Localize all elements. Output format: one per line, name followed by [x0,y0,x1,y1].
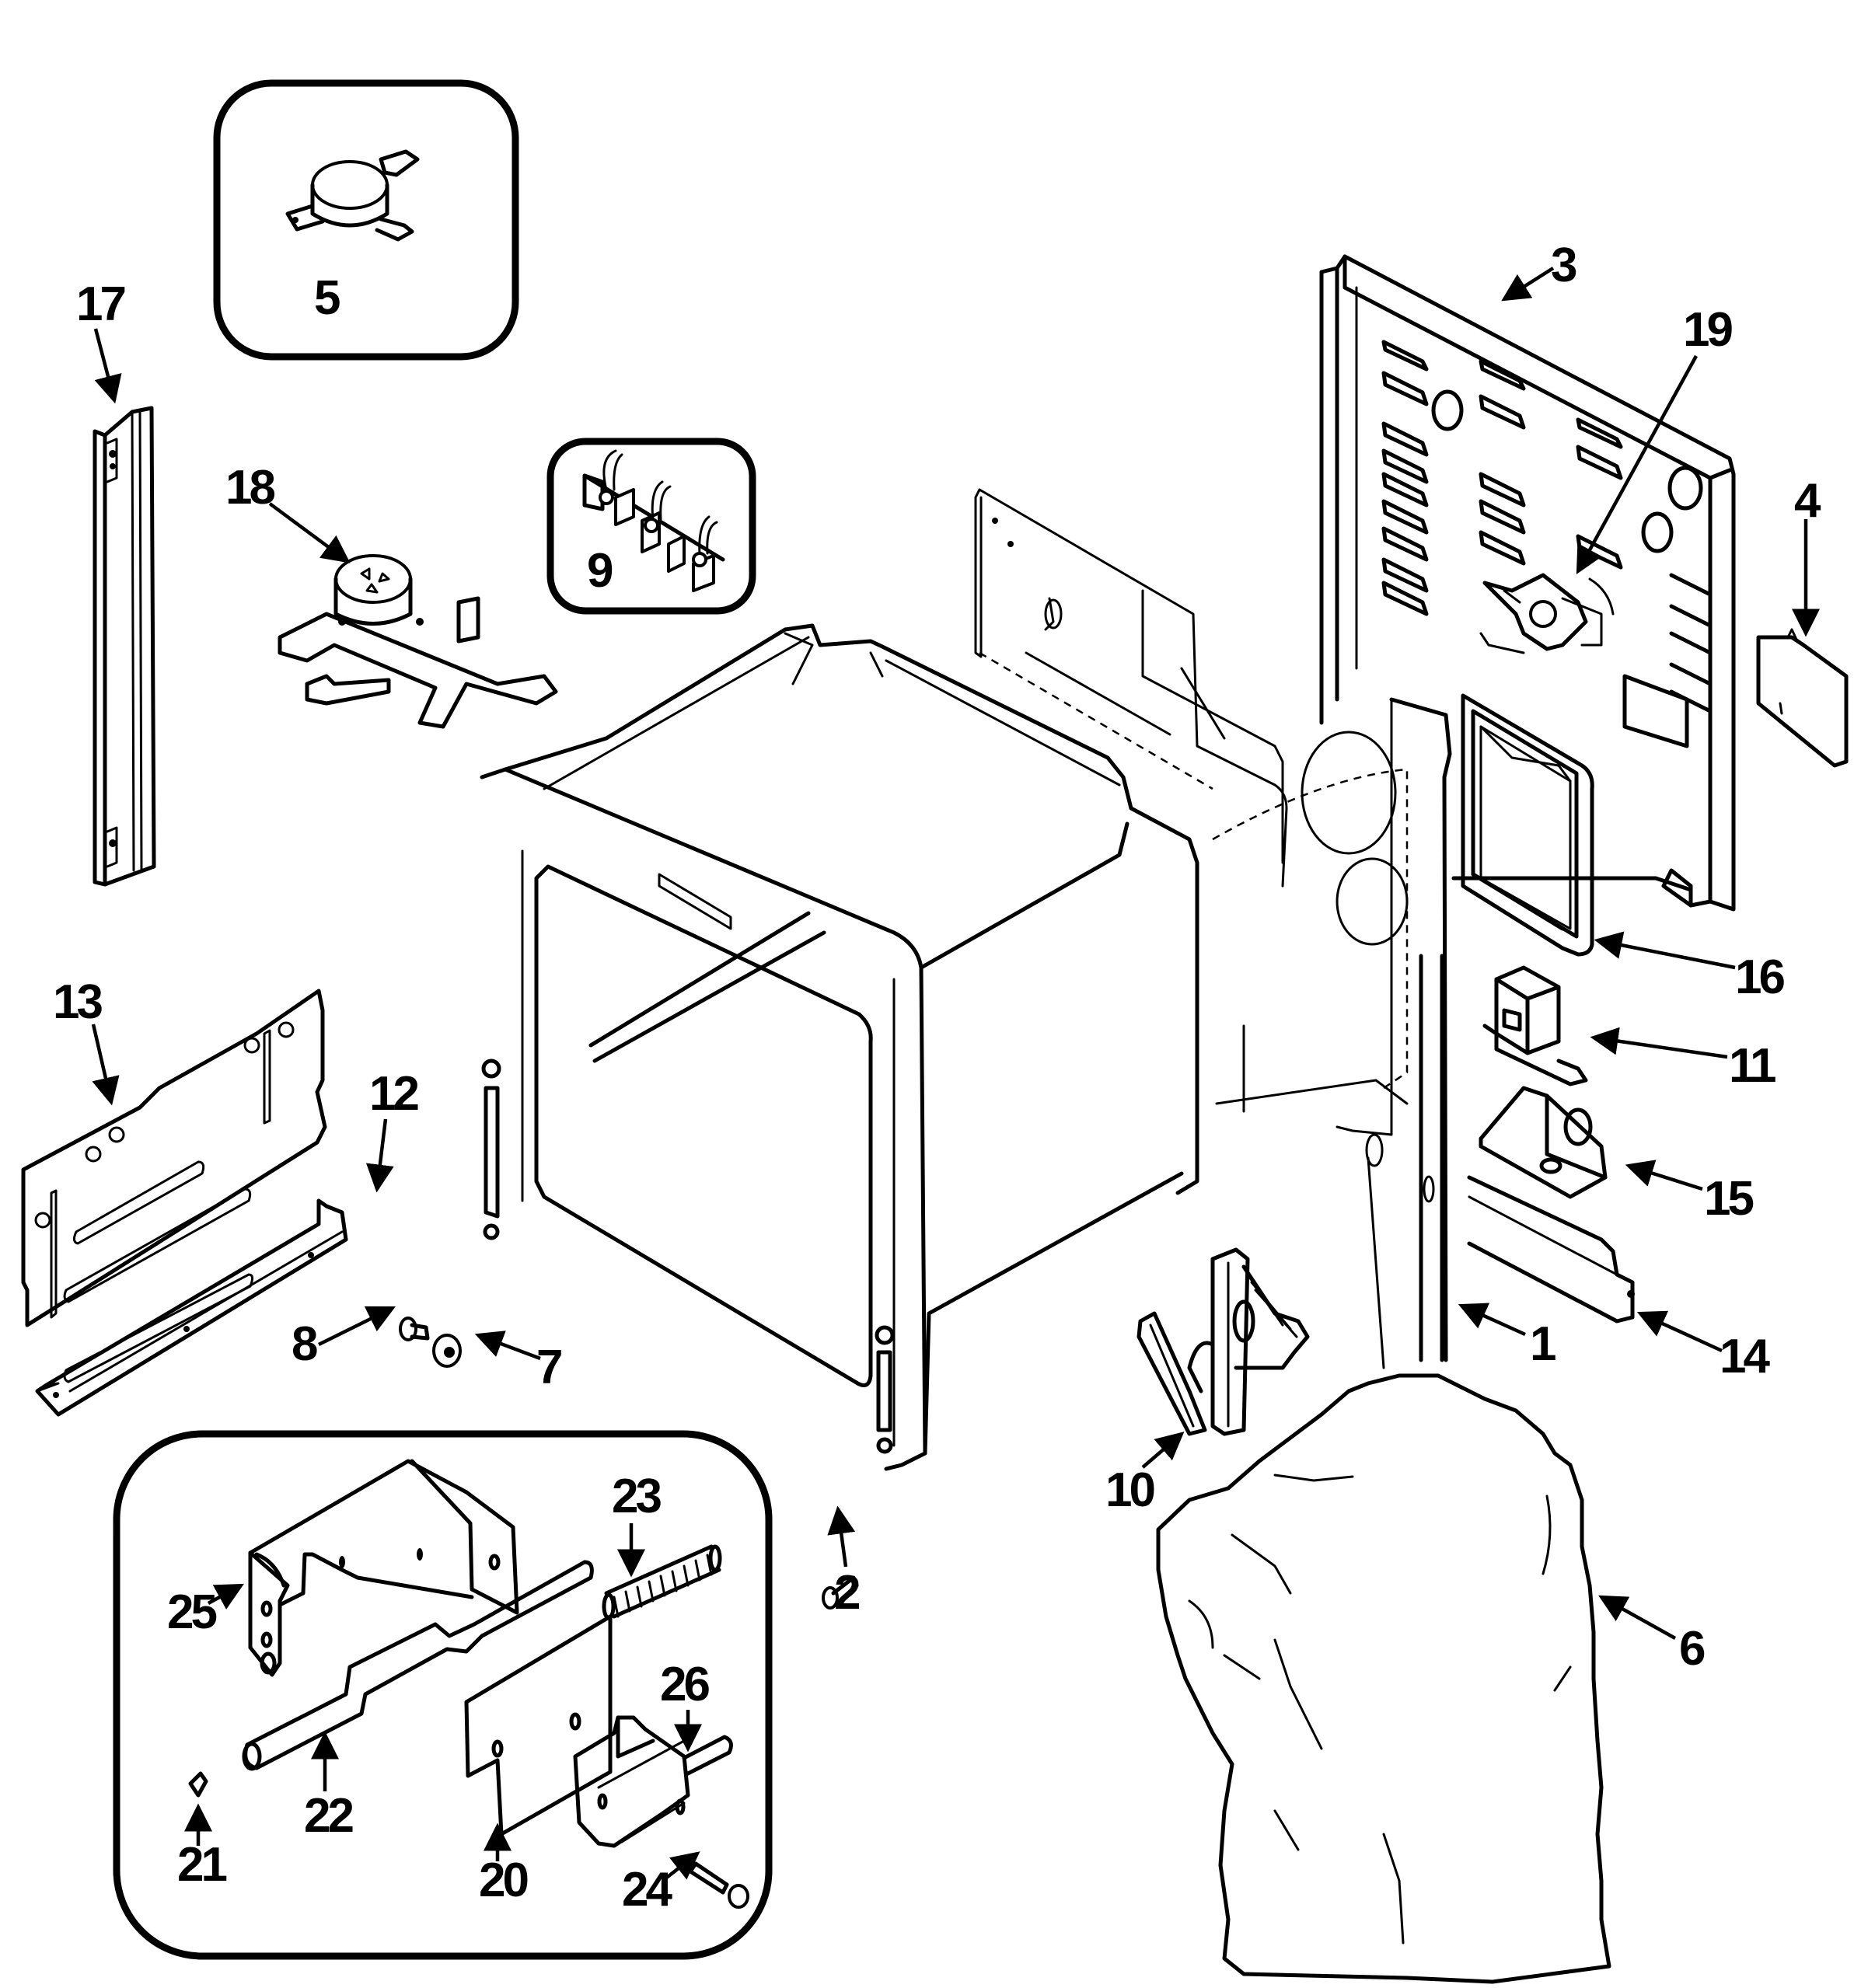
hinge-part[interactable] [1137,1247,1310,1436]
callout-6: 6 [1679,1622,1705,1676]
callout-20: 20 [479,1854,527,1907]
callout-23: 23 [612,1470,661,1523]
thermostat-inset [213,79,519,361]
side-panel-part[interactable] [21,989,327,1383]
callout-15: 15 [1704,1172,1753,1226]
angle-strip-14-part[interactable] [1467,1175,1635,1324]
inset-frame [213,79,519,361]
clip-21-part[interactable] [188,1771,208,1798]
screw-24-part[interactable] [688,1861,749,1909]
spring-part[interactable] [602,1544,722,1620]
rear-panel-part[interactable] [1319,254,1736,912]
callout-24: 24 [622,1863,672,1917]
callout-21: 21 [177,1838,226,1892]
convection-fan-part[interactable] [1479,573,1615,654]
transformer-part[interactable] [1482,965,1588,1086]
louvers [1381,340,1713,713]
latch-rod-part[interactable] [242,1560,594,1771]
callout-11: 11 [1729,1039,1775,1093]
callout-7: 7 [536,1341,561,1394]
callout-17: 17 [76,277,124,331]
callout-26: 26 [660,1658,709,1711]
angle-strip-part[interactable] [35,1198,348,1417]
screw-8-part[interactable] [399,1317,430,1341]
oven-cavity-part[interactable] [480,623,1199,1471]
callout-8: 8 [292,1317,317,1371]
leader-lines [91,267,1820,1881]
rear-frame-panel [974,488,1409,1113]
screw-2-part[interactable] [822,1575,859,1610]
callout-18: 18 [225,461,274,514]
callout-14: 14 [1720,1330,1770,1383]
callout-1: 1 [1530,1317,1555,1371]
callout-5: 5 [314,271,340,325]
nut-7-part[interactable] [432,1334,462,1368]
callout-19: 19 [1683,303,1732,357]
latch-plate-part[interactable] [464,1614,613,1836]
latch-motor-part[interactable] [278,554,558,729]
callout-25: 25 [167,1585,216,1639]
callout-10: 10 [1105,1463,1154,1517]
callout-4: 4 [1794,474,1821,528]
inset-frame [113,1430,773,1960]
duct-frame-part[interactable] [1461,693,1594,957]
callout-22: 22 [304,1789,352,1843]
callout-16: 16 [1735,950,1784,1004]
callout-labels: 17 5 18 9 3 19 4 16 11 15 13 12 8 7 1 14… [53,239,1824,1917]
side-frame-part[interactable] [1336,697,1452,1369]
callout-13: 13 [53,975,102,1029]
callout-12: 12 [369,1067,417,1121]
inset-frame [546,438,756,615]
callout-3: 3 [1551,239,1576,292]
bracket-15-part[interactable] [1479,1086,1608,1199]
microswitch-part[interactable] [573,1715,733,1848]
callout-2: 2 [834,1566,859,1620]
side-rail-part[interactable] [93,406,156,887]
latch-bracket-part[interactable] [248,1459,519,1677]
cover-plate-part[interactable] [1756,628,1849,768]
terminal-block-inset [546,438,756,615]
terminal-block-part[interactable] [582,449,725,592]
callout-9: 9 [587,544,613,598]
thermostat-part[interactable] [285,149,420,242]
insulation-blanket-part[interactable] [1156,1373,1611,1984]
